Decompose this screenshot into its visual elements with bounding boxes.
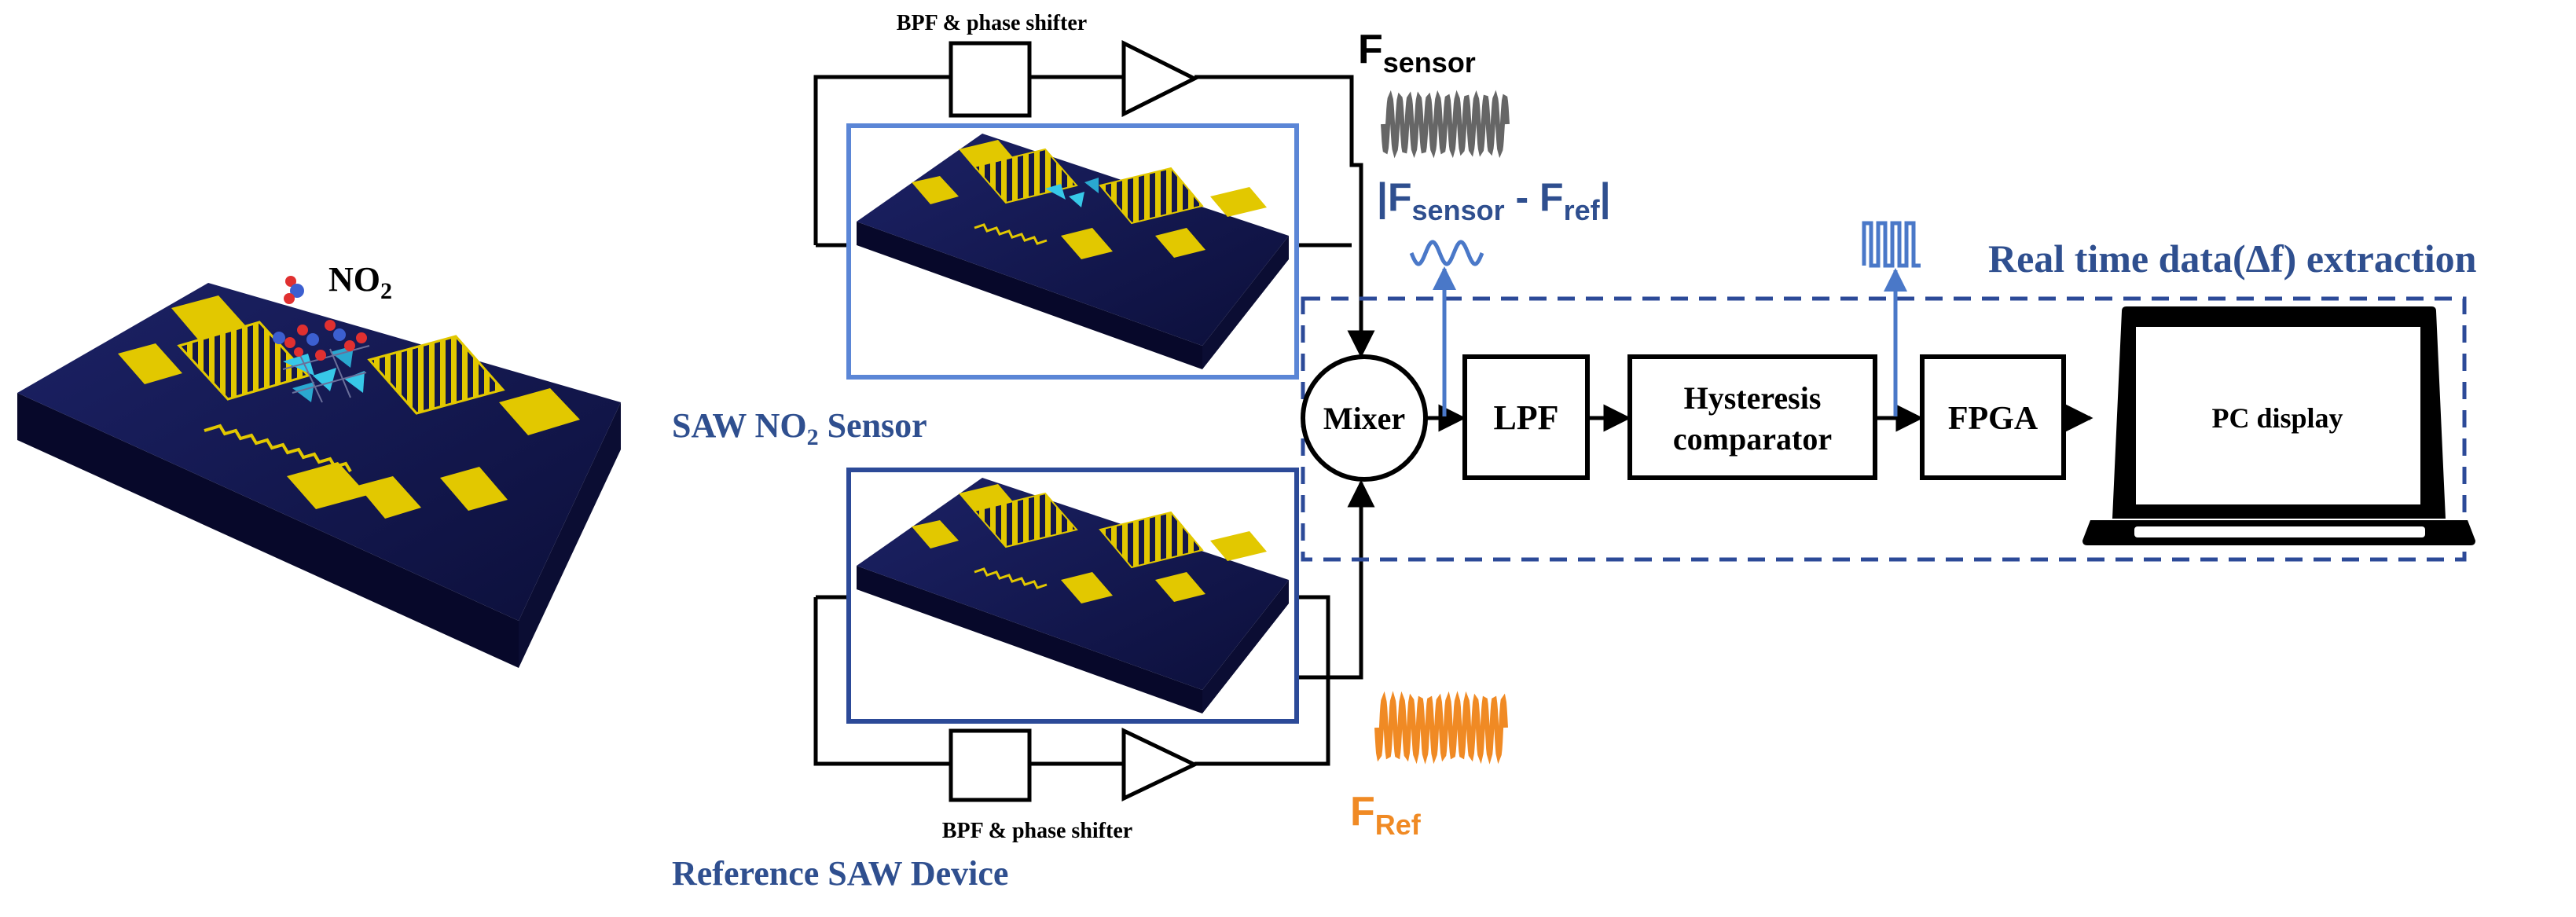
sensor-oscillator-loop: BPF & phase shifter bbox=[813, 11, 1375, 380]
frequency-difference-label: |Fsensor - Fref| bbox=[1377, 175, 1611, 226]
real-time-extraction-box bbox=[1301, 296, 2467, 562]
hysteresis-label-line2: comparator bbox=[1673, 421, 1832, 457]
real-time-extraction-label: Real time data(Δf) extraction bbox=[1988, 237, 2477, 281]
fpga-block bbox=[1920, 354, 2066, 480]
no2-label: NO2 bbox=[328, 260, 392, 304]
reference-oscillator-loop: BPF & phase shifter bbox=[813, 468, 1375, 843]
molecule-icon bbox=[284, 276, 304, 304]
sensor-signal-wave bbox=[1381, 90, 1510, 159]
fpga-label: FPGA bbox=[1948, 401, 2038, 437]
bpf-block-top bbox=[949, 41, 1032, 118]
f-sensor-label: Fsensor bbox=[1358, 27, 1476, 79]
pc-display-laptop: PC display bbox=[2082, 306, 2475, 545]
mixer-label: Mixer bbox=[1323, 401, 1405, 436]
lpf-label: LPF bbox=[1493, 398, 1558, 437]
square-wave bbox=[1862, 221, 1921, 268]
saw-sensor-device bbox=[857, 134, 1289, 369]
sensing-film bbox=[282, 345, 370, 403]
hysteresis-label-line1: Hysteresis bbox=[1684, 380, 1822, 416]
amplifier-bottom bbox=[1121, 728, 1199, 801]
amplifier-top bbox=[1121, 39, 1199, 118]
hysteresis-comparator-block bbox=[1627, 354, 1877, 480]
bpf-label-bottom: BPF & phase shifter bbox=[942, 819, 1132, 843]
saw-chip-illustration: NO2 bbox=[17, 260, 621, 668]
pc-display-label: PC display bbox=[2211, 402, 2343, 434]
bpf-label-top: BPF & phase shifter bbox=[897, 11, 1087, 35]
beat-signal-wave bbox=[1409, 240, 1484, 266]
saw-sensor-label: SAW NO2 Sensor bbox=[672, 406, 927, 450]
f-ref-label: FRef bbox=[1350, 789, 1422, 841]
reference-saw-device bbox=[857, 478, 1289, 713]
bpf-block-bottom bbox=[949, 728, 1032, 802]
reference-device-label: Reference SAW Device bbox=[672, 854, 1008, 893]
reference-signal-wave bbox=[1374, 691, 1508, 765]
no2-molecules bbox=[273, 320, 367, 361]
